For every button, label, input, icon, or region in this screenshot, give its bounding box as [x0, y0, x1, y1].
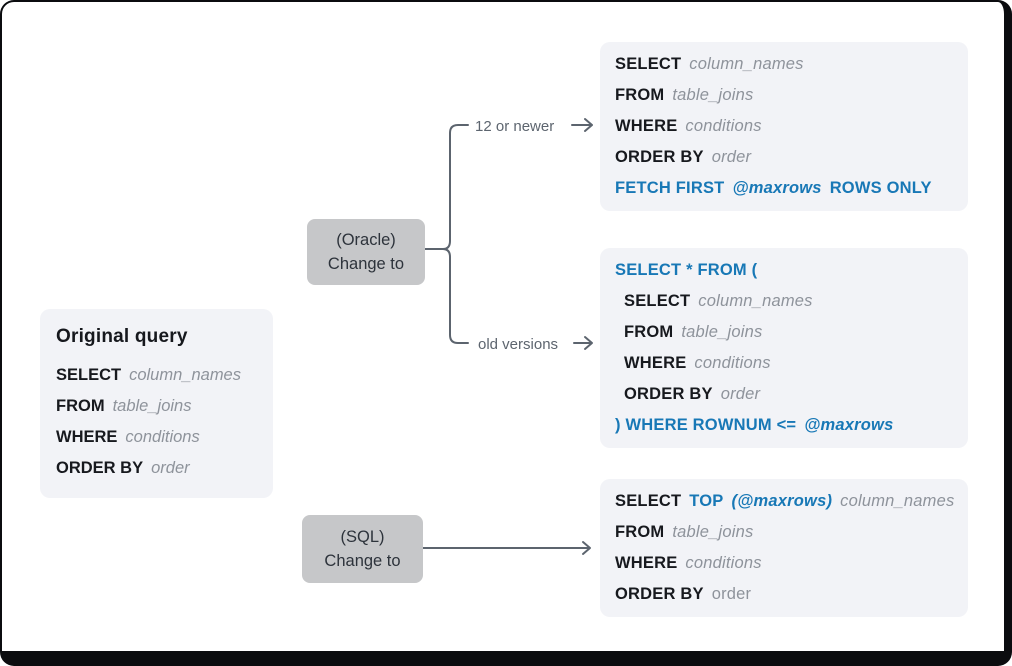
code-line: WHERE conditions [615, 548, 953, 579]
sql-node-line2: Change to [324, 552, 401, 570]
code-line: FETCH FIRST @maxrows ROWS ONLY [615, 173, 953, 204]
code-segment-blue: FETCH FIRST [615, 179, 725, 197]
code-segment-param: conditions [125, 428, 200, 446]
arrow-sql-head [582, 541, 591, 555]
code-line: ORDER BY order [615, 142, 953, 173]
code-segment-param: table_joins [672, 523, 754, 541]
code-line: WHERE conditions [615, 348, 953, 379]
code-segment-kw: ORDER BY [615, 148, 704, 166]
code-line: FROM table_joins [615, 317, 953, 348]
code-segment-blueit: @maxrows [732, 179, 822, 197]
code-segment-kw: SELECT [56, 366, 122, 384]
code-line: FROM table_joins [615, 517, 953, 548]
code-segment-param: table_joins [112, 397, 192, 415]
code-line: ORDER BY order [615, 579, 953, 610]
code-segment-kw: WHERE [56, 428, 118, 446]
arrow-old-head [584, 336, 593, 350]
code-segment-param: table_joins [672, 86, 754, 104]
code-segment-blue: ROWS ONLY [829, 179, 932, 197]
sql-node-line1: (SQL) [340, 528, 385, 546]
code-line: WHERE conditions [615, 111, 953, 142]
code-line: SELECT * FROM ( [615, 255, 953, 286]
code-segment-param: column_names [129, 366, 241, 384]
arrow-new-head [584, 118, 593, 132]
code-line: ) WHERE ROWNUM <= @maxrows [615, 410, 953, 441]
code-segment-blue: TOP [689, 492, 724, 510]
oracle-branch-brace [442, 124, 469, 344]
oracle-node-line1: (Oracle) [336, 231, 396, 249]
code-line: FROM table_joins [56, 391, 257, 422]
code-segment-kw: WHERE [615, 554, 678, 572]
code-line: SELECT column_names [615, 49, 953, 80]
code-line: ORDER BY order [615, 379, 953, 410]
code-segment-param: conditions [685, 554, 762, 572]
code-line: SELECT column_names [56, 360, 257, 391]
code-segment-param: column_names [689, 55, 804, 73]
oracle-change-node: (Oracle) Change to [307, 219, 425, 285]
code-segment-kw: FROM [56, 397, 105, 415]
code-segment-param: order [151, 459, 190, 477]
code-segment-blueit: @maxrows [804, 416, 894, 434]
code-line: SELECT TOP (@maxrows) column_names [615, 486, 955, 517]
code-segment-kw: WHERE [624, 354, 687, 372]
code-line: SELECT column_names [615, 286, 953, 317]
oracle-node-line2: Change to [327, 255, 405, 273]
code-line: FROM table_joins [615, 80, 953, 111]
code-segment-kw: ORDER BY [615, 585, 704, 603]
code-segment-param: conditions [685, 117, 762, 135]
code-segment-blue: ) WHERE ROWNUM <= [615, 416, 797, 434]
code-segment-kw: FROM [615, 523, 665, 541]
code-line: WHERE conditions [56, 422, 257, 453]
code-segment-kw: ORDER BY [624, 385, 713, 403]
code-segment-param: conditions [694, 354, 771, 372]
code-line: ORDER BY order [56, 453, 257, 484]
code-segment-param: column_names [840, 492, 955, 510]
code-segment-param: order [720, 385, 761, 403]
code-segment-blue: SELECT * FROM ( [615, 261, 758, 279]
sql-change-node: (SQL) Change to [302, 515, 423, 583]
original-query-title: Original query [56, 326, 188, 347]
code-segment-kw: ORDER BY [56, 459, 144, 477]
code-segment-param2: order [711, 585, 752, 603]
code-segment-param: table_joins [681, 323, 763, 341]
code-segment-kw: WHERE [615, 117, 678, 135]
code-segment-kw: FROM [624, 323, 674, 341]
code-segment-param: column_names [698, 292, 813, 310]
code-segment-kw: FROM [615, 86, 665, 104]
branch-label-12-or-newer: 12 or newer [475, 118, 555, 135]
branch-label-old-versions: old versions [478, 336, 559, 353]
code-segment-kw: SELECT [624, 292, 691, 310]
code-segment-kw: SELECT [615, 55, 682, 73]
code-segment-param: order [711, 148, 752, 166]
code-segment-blueit: (@maxrows) [731, 492, 833, 510]
code-segment-kw: SELECT [615, 492, 682, 510]
